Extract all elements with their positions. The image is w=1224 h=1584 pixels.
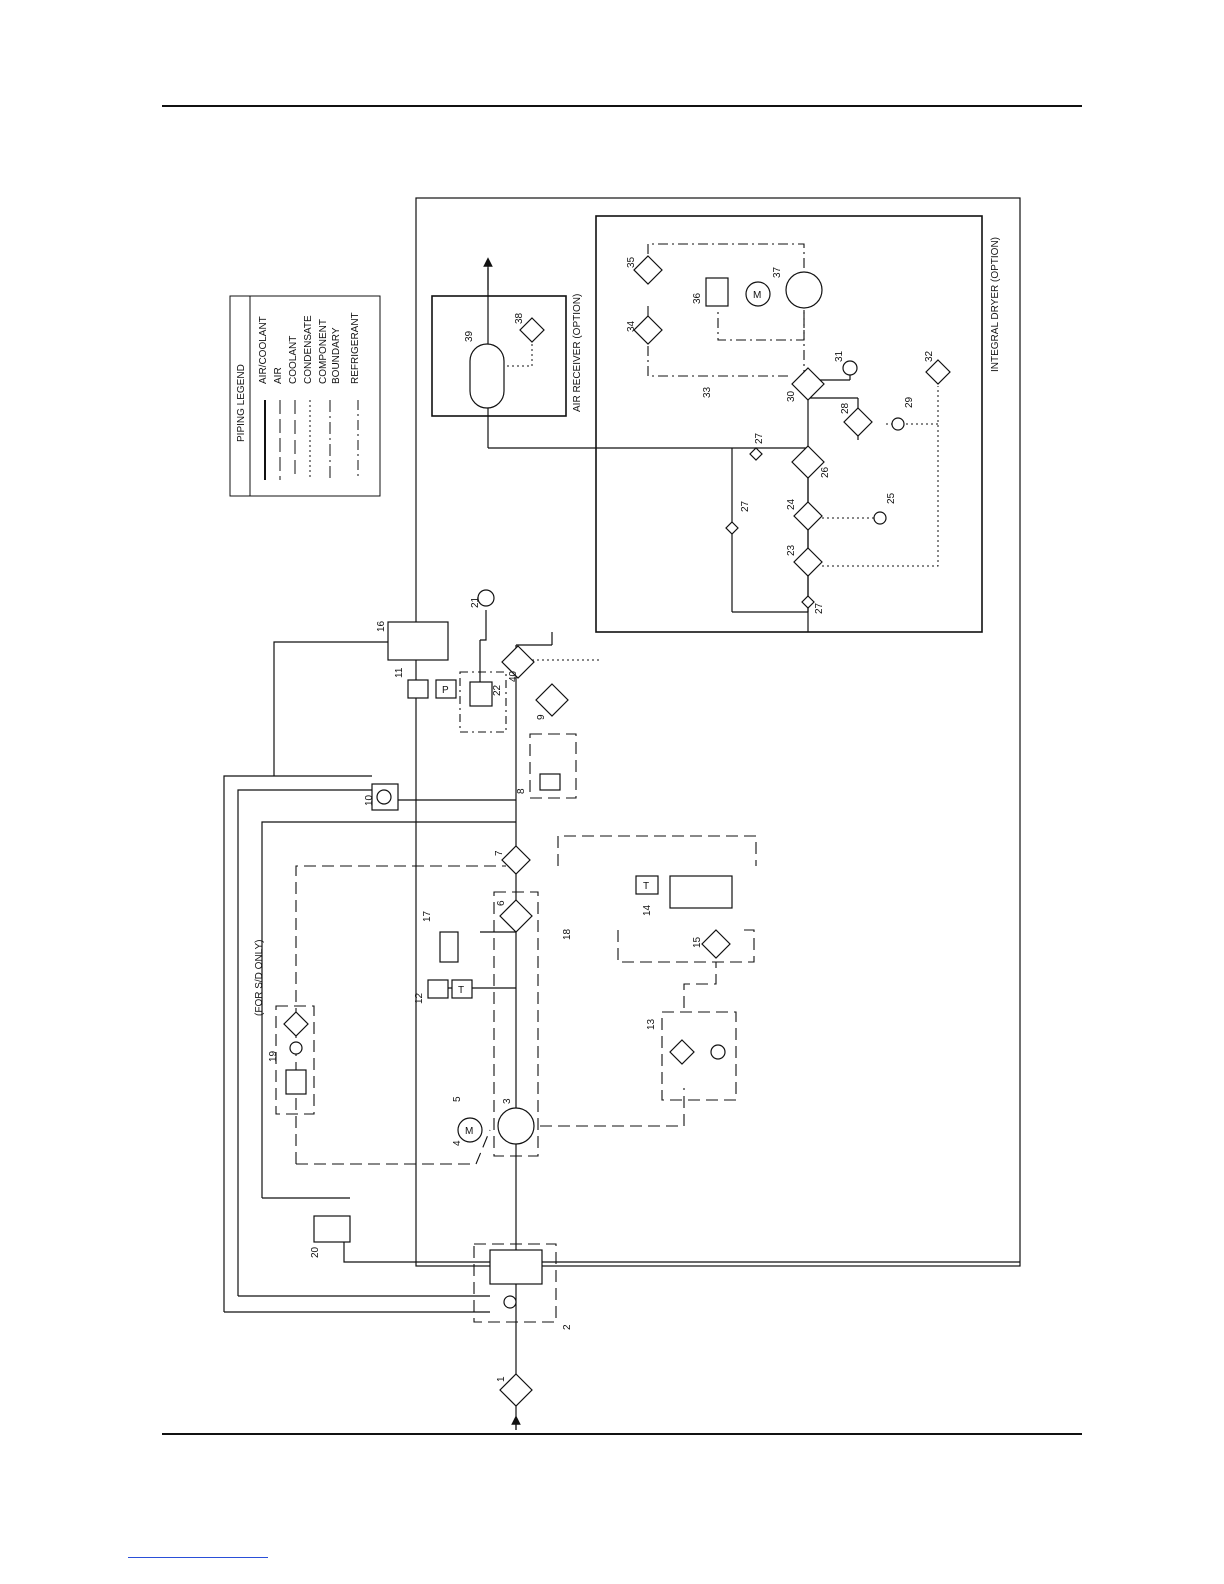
component-number-28: 28: [840, 402, 851, 414]
legend-entry-refrigerant: REFRIGERANT: [350, 312, 361, 384]
component-number-31: 31: [834, 350, 845, 362]
component-number-3: 3: [502, 1098, 513, 1104]
legend-entry-boundary: BOUNDARY: [331, 327, 342, 384]
temp-sensor-14-letter: T: [643, 881, 649, 892]
component-number-26: 26: [820, 466, 831, 478]
component-number-5: 5: [452, 1096, 463, 1102]
piping-legend: PIPING LEGEND AIR/COOLANT AIR COOLANT CO…: [230, 296, 380, 496]
component-number-20: 20: [310, 1246, 321, 1258]
component-number-32: 32: [924, 350, 935, 362]
component-number-9: 9: [536, 714, 547, 720]
label-integral-dryer: INTEGRAL DRYER (OPTION): [990, 237, 1001, 372]
motor-letter: M: [465, 1126, 473, 1137]
component-number-27a: 27: [740, 500, 751, 512]
pressure-sensor-letter: P: [442, 685, 449, 696]
component-number-30: 30: [786, 390, 797, 402]
component-number-14: 14: [642, 904, 653, 916]
component-number-23: 23: [786, 544, 797, 556]
component-number-18: 18: [562, 928, 573, 940]
legend-entry-condensate: CONDENSATE: [303, 315, 314, 384]
legend-entry-component: COMPONENT: [318, 319, 329, 384]
component-number-33: 33: [702, 386, 713, 398]
component-number-8: 8: [516, 788, 527, 794]
component-number-12: 12: [414, 992, 425, 1004]
component-number-7: 7: [494, 850, 505, 856]
component-number-27c: 27: [814, 602, 825, 614]
component-number-13: 13: [646, 1018, 657, 1030]
temp-sensor-12-letter: T: [458, 985, 464, 996]
component-number-36: 36: [692, 292, 703, 304]
component-number-34: 34: [626, 320, 637, 332]
component-number-39: 39: [464, 330, 475, 342]
component-number-16: 16: [376, 620, 387, 632]
component-number-4: 4: [452, 1140, 463, 1146]
component-number-37: 37: [772, 266, 783, 278]
component-number-17: 17: [422, 910, 433, 922]
component-number-38: 38: [514, 312, 525, 324]
component-number-21: 21: [470, 596, 481, 608]
label-sd-only: (FOR S/D ONLY): [254, 940, 265, 1016]
legend-title: PIPING LEGEND: [236, 364, 247, 442]
component-number-15: 15: [692, 936, 703, 948]
component-number-2: 2: [562, 1324, 573, 1330]
component-number-11: 11: [394, 667, 405, 678]
component-number-10: 10: [364, 794, 375, 806]
legend-entry-air: AIR: [273, 367, 284, 384]
component-number-40: 40: [508, 670, 519, 682]
label-air-receiver: AIR RECEIVER (OPTION): [572, 294, 583, 412]
component-number-25: 25: [886, 492, 897, 504]
dryer-motor-letter: M: [753, 290, 761, 301]
component-number-6: 6: [496, 900, 507, 906]
component-number-24: 24: [786, 498, 797, 510]
legend-entry-coolant: COOLANT: [288, 336, 299, 384]
component-number-35: 35: [626, 256, 637, 268]
component-number-29: 29: [904, 396, 915, 408]
component-number-19: 19: [268, 1050, 279, 1062]
component-number-27b: 27: [754, 432, 765, 444]
component-number-1: 1: [496, 1376, 507, 1382]
component-number-22: 22: [492, 684, 503, 696]
legend-entry-air-coolant: AIR/COOLANT: [258, 316, 269, 384]
